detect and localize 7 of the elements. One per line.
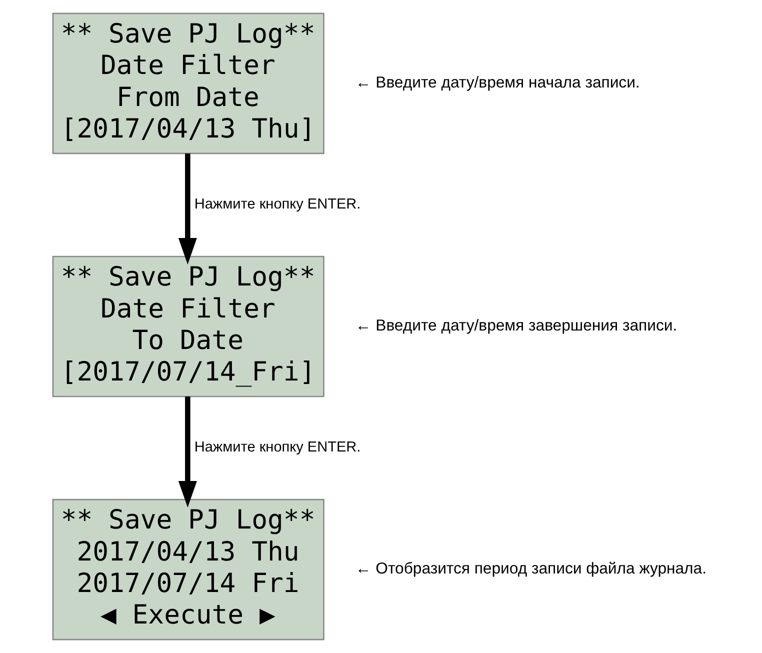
node-label: ← Отобразится период записи файла журнала. [354,560,706,578]
arrow [178,396,196,508]
edge-label: Нажмите кнопку ENTER. [194,196,360,213]
edge-label: Нажмите кнопку ENTER. [194,440,360,456]
arrow [178,153,196,264]
node-label: ← Введите дату/время начала записи. [354,74,640,92]
node-label: ← Введите дату/время завершения записи. [354,318,677,335]
